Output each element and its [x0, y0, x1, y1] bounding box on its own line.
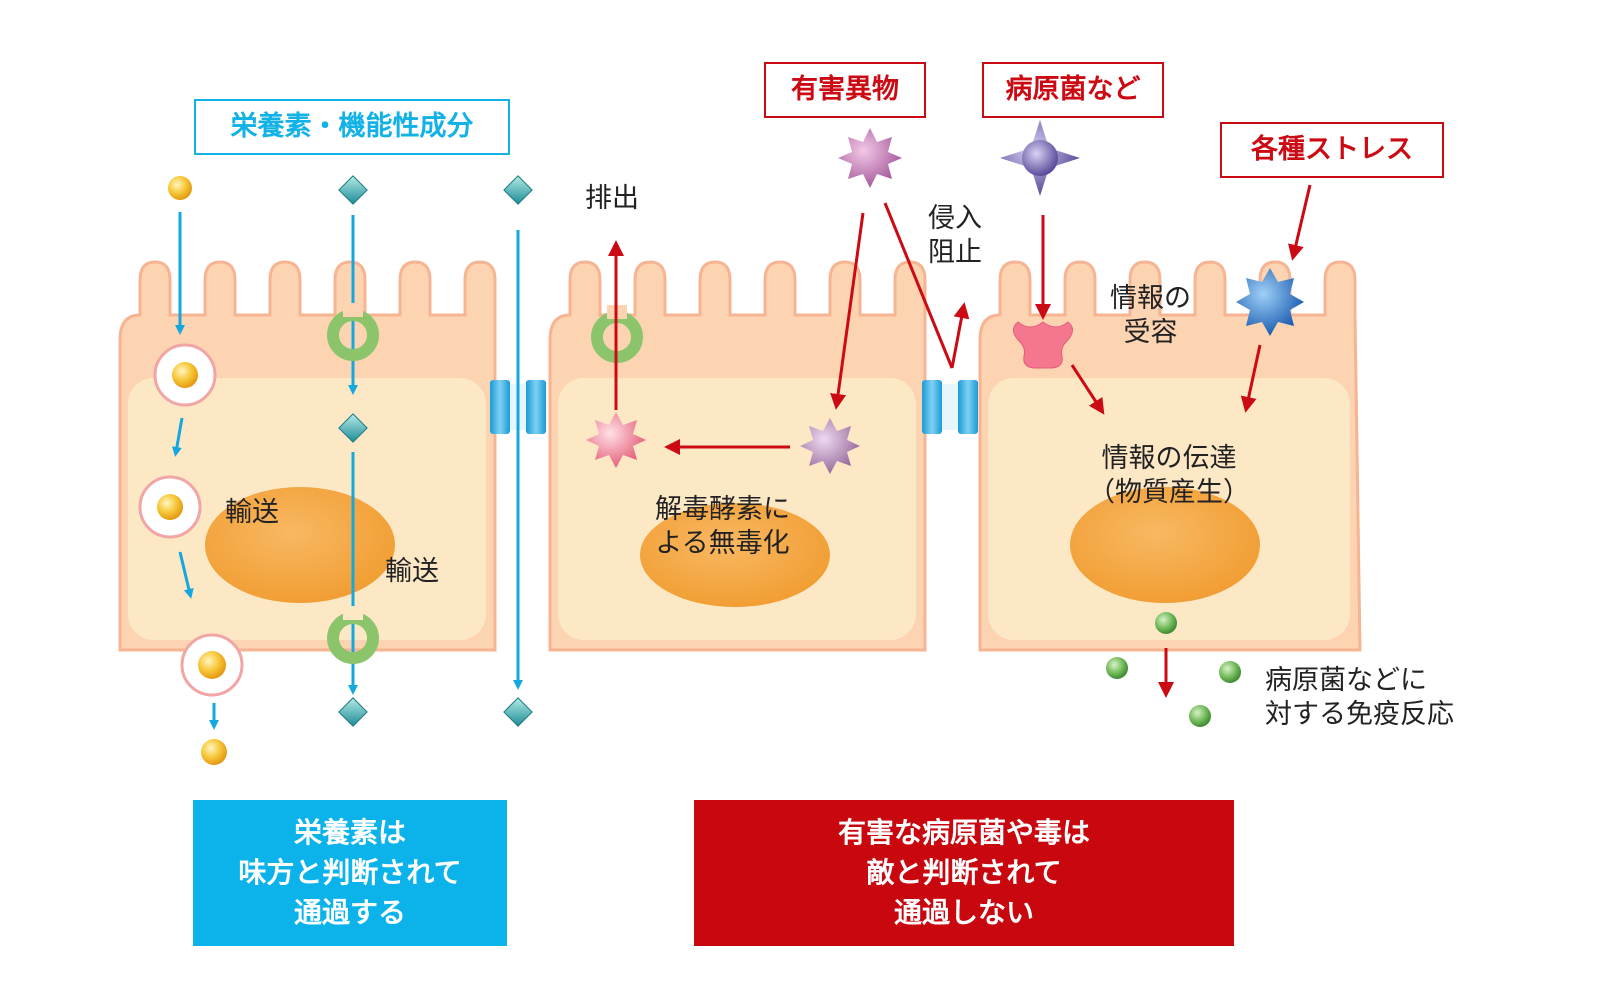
- harmful-substance-label-box: 有害異物: [764, 62, 926, 118]
- signal-label: 情報の伝達 （物質産生）: [1088, 443, 1250, 508]
- transporter-icon: [327, 606, 379, 664]
- immune-substance-icon: [1106, 657, 1128, 679]
- nucleus: [640, 503, 830, 607]
- functional-component-icon: [338, 697, 368, 727]
- functional-component-icon: [338, 413, 368, 443]
- receptor-icon: [1013, 321, 1073, 369]
- nutrient-pass-panel: 栄養素は 味方と判断されて 通過する: [193, 800, 507, 946]
- immune-substance-icon: [1155, 612, 1177, 634]
- blue-arrow: [171, 417, 184, 457]
- nucleus: [205, 487, 395, 603]
- vesicle-icon: [138, 475, 202, 539]
- nucleus: [1070, 487, 1260, 603]
- red-arrow: [1070, 364, 1105, 415]
- pathogen-body: [1022, 140, 1058, 176]
- detox-label: 解毒酵素に よる無毒化: [655, 494, 790, 559]
- blue-arrow: [178, 551, 194, 599]
- nutrient-sphere-icon: [201, 739, 227, 765]
- immune-response-label: 病原菌などに 対する免疫反応: [1265, 665, 1454, 730]
- immune-substance-icon: [1219, 661, 1241, 683]
- harmful-block-panel: 有害な病原菌や毒は 敵と判断されて 通過しない: [694, 800, 1234, 946]
- epithelial-cell-1: [118, 260, 497, 652]
- pathogen-label-box: 病原菌など: [982, 62, 1164, 118]
- immune-substance-icon: [1189, 705, 1211, 727]
- harmful-substance-icon: [838, 128, 902, 188]
- detoxified-substance-icon: [586, 412, 646, 468]
- transporter-icon: [327, 303, 379, 361]
- invasion-block-label: 侵入 阻止: [928, 203, 982, 268]
- tight-junction-icon: [490, 380, 546, 434]
- functional-component-icon: [503, 697, 533, 727]
- epithelial-cell-3: [978, 260, 1362, 652]
- nutrient-sphere-icon: [168, 176, 192, 200]
- transport-label-2: 輸送: [385, 556, 439, 587]
- stress-icon: [1236, 268, 1304, 336]
- stress-label-box: 各種ストレス: [1220, 122, 1444, 178]
- vesicle-icon: [153, 343, 217, 407]
- transport-label-1: 輸送: [225, 497, 279, 528]
- red-line: [883, 202, 954, 369]
- red-arrow: [830, 212, 865, 410]
- tight-junction-icon: [922, 380, 978, 434]
- vesicle-icon: [180, 633, 244, 697]
- receptor-label: 情報の 受容: [1110, 283, 1191, 348]
- functional-component-icon: [338, 175, 368, 205]
- toxin-inside-cell-icon: [800, 418, 860, 474]
- functional-component-icon: [503, 175, 533, 205]
- nutrients-label-box: 栄養素・機能性成分: [194, 99, 510, 155]
- excretion-label: 排出: [585, 183, 639, 214]
- red-arrow: [1288, 184, 1312, 261]
- red-arrow: [1240, 344, 1262, 413]
- red-arrow: [950, 302, 970, 369]
